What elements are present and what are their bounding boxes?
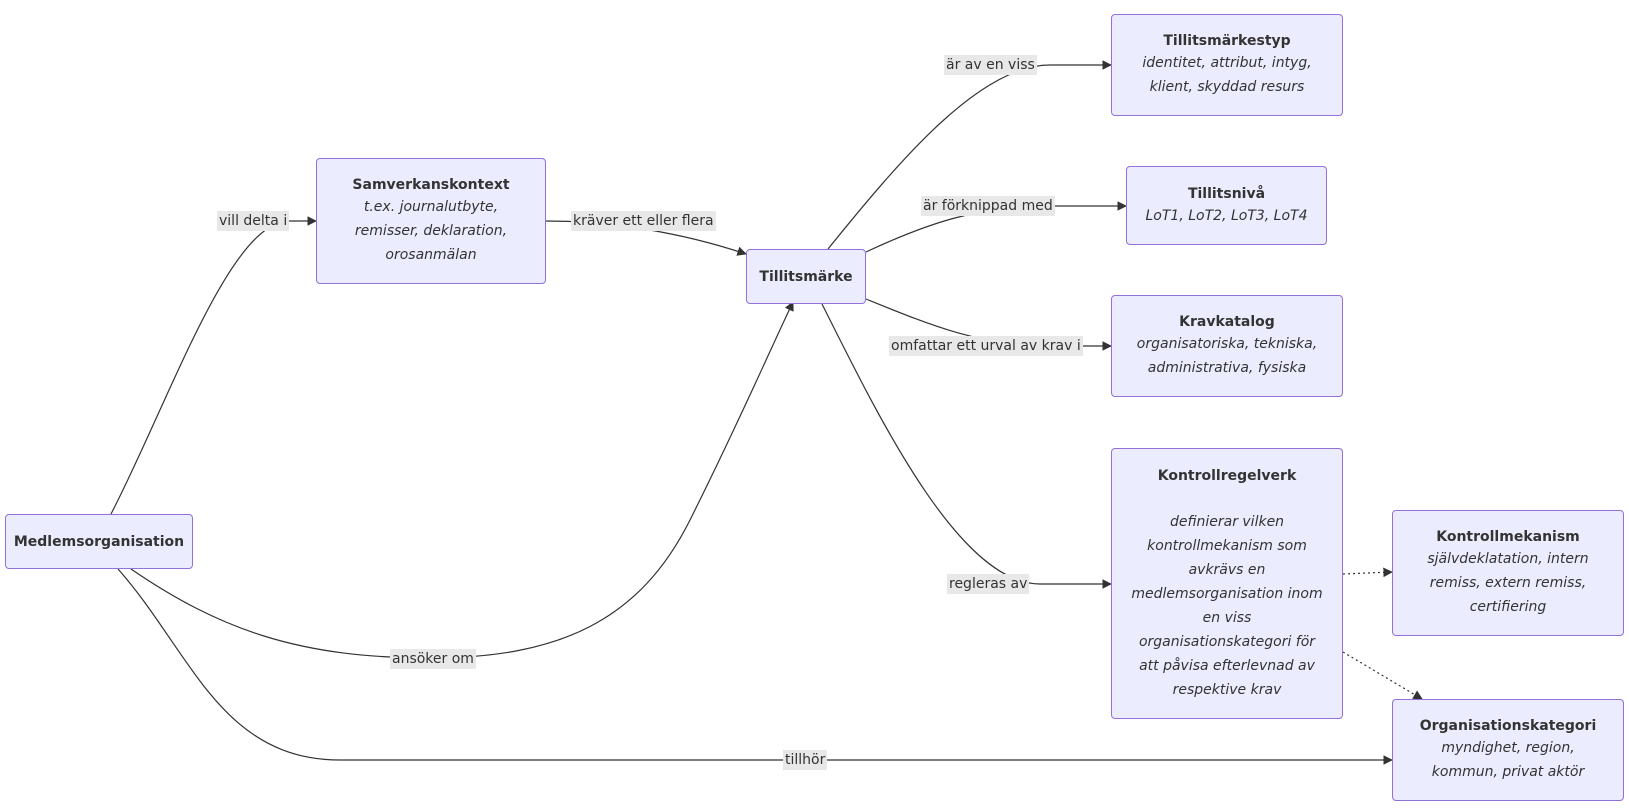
- node-description-line: respektive krav: [1172, 681, 1282, 698]
- node-description-line: klient, skyddad resurs: [1149, 79, 1305, 95]
- edge-label-omfattar-ett-urval: omfattar ett urval av krav i: [889, 336, 1083, 356]
- node-kontrollregelverk[interactable]: Kontrollregelverk definierar vilken kont…: [1111, 448, 1343, 719]
- node-description-line: definierar vilken: [1169, 513, 1285, 530]
- edge-ansoker-om: [130, 301, 794, 659]
- edge-tillhor: [117, 568, 1393, 765]
- node-title: Tillitsmärke: [759, 268, 853, 285]
- edge-label-regleras-av: regleras av: [947, 574, 1030, 594]
- node-description-line: certifiering: [1469, 599, 1547, 615]
- edge-organisationskategori-dotted: [1342, 651, 1423, 700]
- edge-label-tillhor: tillhör: [783, 750, 828, 770]
- node-title: Tillitsmärkestyp: [1163, 33, 1291, 49]
- node-title: Kontrollregelverk: [1157, 467, 1297, 484]
- node-title: Kravkatalog: [1179, 314, 1275, 330]
- edge-vill-delta-i: [110, 216, 317, 515]
- node-title: Tillitsnivå: [1187, 185, 1266, 202]
- node-description-line: kontrollmekanism som: [1147, 537, 1307, 554]
- node-description-line: att påvisa efterlevnad av: [1139, 657, 1315, 674]
- node-tillitsmarkestyp[interactable]: Tillitsmärkestyp identitet, attribut, in…: [1111, 14, 1343, 116]
- node-kravkatalog[interactable]: Kravkatalog organisatoriska, tekniska, a…: [1111, 295, 1343, 397]
- node-description-line: en viss: [1202, 609, 1252, 626]
- node-tillitsniva[interactable]: Tillitsnivå LoT1, LoT2, LoT3, LoT4: [1126, 166, 1327, 245]
- node-description-line: administrativa, fysiska: [1147, 360, 1307, 376]
- node-organisationskategori[interactable]: Organisationskategori myndighet, region,…: [1392, 699, 1624, 801]
- edge-kontrollmekanism-dotted: [1342, 567, 1393, 578]
- edge-label-vill-delta-i: vill delta i: [217, 211, 290, 231]
- node-title: Organisationskategori: [1419, 718, 1597, 734]
- node-description-line: remisser, deklaration,: [354, 223, 508, 239]
- node-title: Medlemsorganisation: [13, 533, 185, 550]
- edge-label-kraver-ett-eller-flera: kräver ett eller flera: [571, 211, 716, 231]
- node-title: Kontrollmekanism: [1436, 529, 1580, 545]
- node-description-line: avkrävs en: [1188, 561, 1266, 578]
- edge-label-ar-forknippad-med: är förknippad med: [921, 196, 1055, 216]
- node-description-line: organisationskategori för: [1138, 633, 1316, 650]
- node-samverkanskontext[interactable]: Samverkanskontext t.ex. journalutbyte, r…: [316, 158, 546, 284]
- edge-label-ansoker-om: ansöker om: [390, 649, 476, 669]
- node-description-line: myndighet, region,: [1441, 740, 1575, 756]
- node-title: Samverkanskontext: [352, 177, 510, 193]
- node-description-line: självdeklatation, intern: [1427, 551, 1589, 567]
- node-description-line: t.ex. journalutbyte,: [363, 199, 499, 215]
- node-kontrollmekanism[interactable]: Kontrollmekanism självdeklatation, inter…: [1392, 510, 1624, 636]
- node-description-line: kommun, privat aktör: [1431, 764, 1585, 780]
- node-description-line: orosanmälan: [385, 247, 477, 263]
- edge-ar-av-en-viss: [827, 60, 1112, 250]
- node-medlemsorganisation[interactable]: Medlemsorganisation: [5, 514, 193, 569]
- node-tillitsmarke[interactable]: Tillitsmärke: [746, 249, 866, 304]
- edge-label-ar-av-en-viss: är av en viss: [944, 55, 1037, 75]
- node-description-line: organisatoriska, tekniska,: [1136, 336, 1318, 352]
- node-description-line: remiss, extern remiss,: [1429, 575, 1587, 591]
- node-description-line: LoT1, LoT2, LoT3, LoT4: [1145, 207, 1308, 224]
- node-description-line: identitet, attribut, intyg,: [1142, 55, 1312, 71]
- node-description-line: medlemsorganisation inom: [1131, 585, 1323, 602]
